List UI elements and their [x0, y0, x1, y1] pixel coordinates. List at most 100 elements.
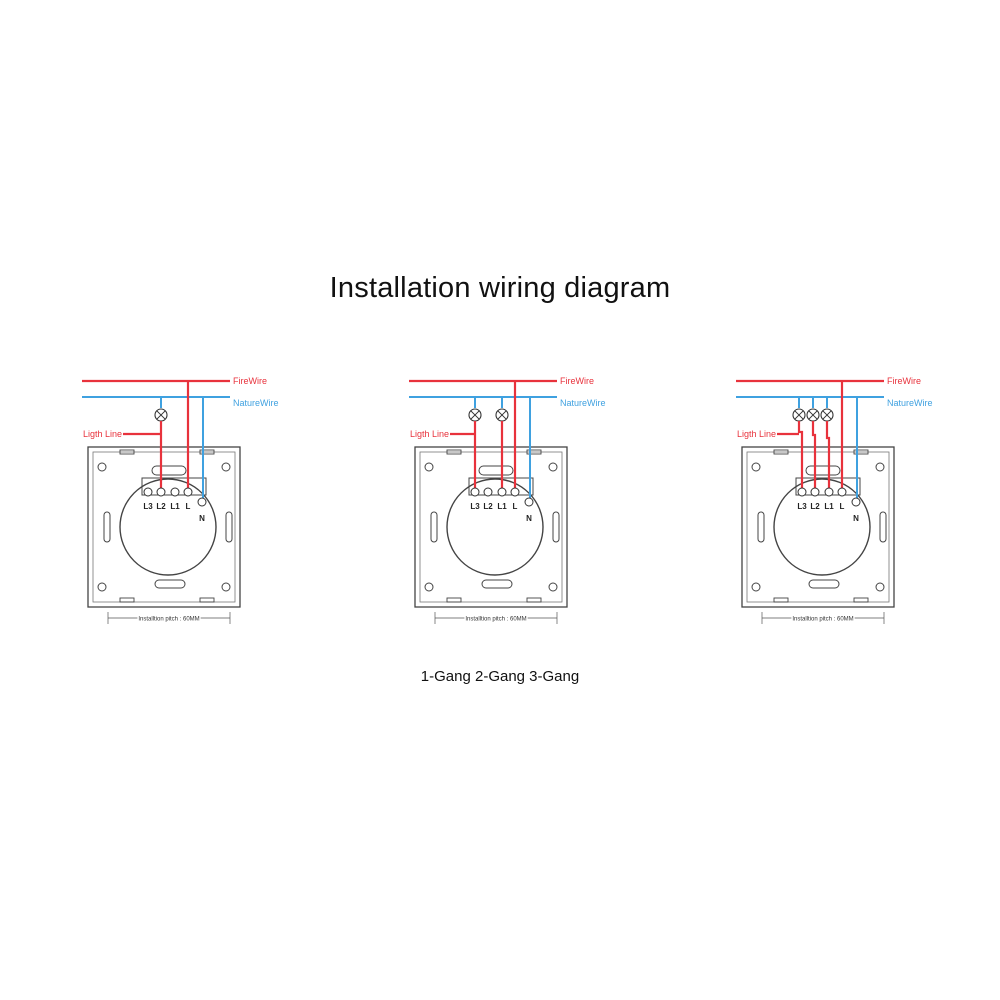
side-slot-right — [552, 511, 560, 543]
light-line-label: Ligth Line — [737, 429, 776, 439]
screw-hole — [548, 462, 558, 472]
screw-hole — [751, 582, 761, 592]
pitch-label: Installtion pitch : 60MM — [138, 617, 199, 623]
terminal-l1 — [170, 487, 180, 497]
plate-inner-border — [746, 451, 890, 603]
page-title: Installation wiring diagram — [329, 272, 671, 304]
mounting-clip — [119, 597, 135, 603]
mounting-clip — [446, 449, 462, 455]
lamp-icon-cross — [808, 410, 818, 420]
mounting-clip — [446, 597, 462, 603]
firewire-label: FireWire — [560, 376, 594, 386]
screw-hole — [875, 582, 885, 592]
light-line-wire — [825, 421, 831, 490]
screw-hole — [875, 462, 885, 472]
mounting-ring — [773, 478, 871, 576]
naturewire-label: NatureWire — [560, 398, 606, 408]
plate-inner-border — [419, 451, 563, 603]
terminal-n — [524, 497, 534, 507]
mounting-ring — [446, 478, 544, 576]
gang-diagram-2: Installtion pitch : 60MM FireWireNatureWi… — [409, 376, 606, 624]
mounting-clip — [526, 597, 542, 603]
terminal-label-n: N — [853, 514, 859, 523]
light-line-wire — [797, 421, 804, 490]
lamp-icon-cross — [822, 410, 832, 420]
terminal-l1 — [497, 487, 507, 497]
terminal-label-l3: L3 — [797, 502, 807, 511]
lamp-icon-cross — [497, 410, 507, 420]
screw-hole — [424, 582, 434, 592]
mounting-clip — [199, 597, 215, 603]
naturewire-label: NatureWire — [233, 398, 279, 408]
terminal-l3 — [797, 487, 807, 497]
terminal-l3 — [143, 487, 153, 497]
screw-hole — [97, 582, 107, 592]
plate-inner-border — [92, 451, 236, 603]
terminal-l2 — [483, 487, 493, 497]
side-slot-left — [430, 511, 438, 543]
side-slot-right — [879, 511, 887, 543]
gang-diagram-1: Installtion pitch : 60MM FireWireNatureWi… — [82, 376, 279, 624]
mounting-clip — [853, 597, 869, 603]
upper-slot — [805, 465, 841, 476]
mounting-clip — [773, 597, 789, 603]
terminal-n — [851, 497, 861, 507]
terminal-label-n: N — [199, 514, 205, 523]
mounting-clip — [119, 449, 135, 455]
side-slot-right — [225, 511, 233, 543]
terminal-l3 — [470, 487, 480, 497]
pitch-label: Installtion pitch : 60MM — [792, 617, 853, 623]
terminal-label-n: N — [526, 514, 532, 523]
light-line-wire — [811, 421, 817, 490]
mounting-clip — [773, 449, 789, 455]
screw-hole — [97, 462, 107, 472]
light-line-label: Ligth Line — [410, 429, 449, 439]
screw-hole — [424, 462, 434, 472]
gang-caption: 1-Gang 2-Gang 3-Gang — [420, 668, 580, 685]
mounting-clip — [853, 449, 869, 455]
terminal-l2 — [156, 487, 166, 497]
terminal-label-l: L — [513, 502, 518, 511]
terminal-l — [510, 487, 520, 497]
switch-plate — [414, 446, 568, 608]
upper-slot — [151, 465, 187, 476]
pitch-label: Installtion pitch : 60MM — [465, 617, 526, 623]
switch-plate — [87, 446, 241, 608]
mounting-clip — [199, 449, 215, 455]
side-slot-left — [103, 511, 111, 543]
light-line-label: Ligth Line — [83, 429, 122, 439]
screw-hole — [221, 462, 231, 472]
screw-hole — [548, 582, 558, 592]
upper-slot — [478, 465, 514, 476]
screw-hole — [221, 582, 231, 592]
terminal-l2 — [810, 487, 820, 497]
firewire-label: FireWire — [233, 376, 267, 386]
terminal-l1 — [824, 487, 834, 497]
terminal-label-l1: L1 — [170, 502, 180, 511]
terminal-label-l3: L3 — [470, 502, 480, 511]
terminal-label-l1: L1 — [497, 502, 507, 511]
terminal-l — [837, 487, 847, 497]
lower-slot — [481, 579, 513, 589]
terminal-label-l2: L2 — [483, 502, 493, 511]
screw-hole — [751, 462, 761, 472]
lower-slot — [808, 579, 840, 589]
terminal-label-l: L — [840, 502, 845, 511]
mounting-clip — [526, 449, 542, 455]
gang-diagram-3: Installtion pitch : 60MM FireWireNatureWi… — [736, 376, 933, 624]
lower-slot — [154, 579, 186, 589]
terminal-n — [197, 497, 207, 507]
naturewire-label: NatureWire — [887, 398, 933, 408]
terminal-label-l2: L2 — [810, 502, 820, 511]
terminal-label-l1: L1 — [824, 502, 834, 511]
terminal-label-l: L — [186, 502, 191, 511]
lamp-icon-cross — [156, 410, 166, 420]
switch-plate — [741, 446, 895, 608]
firewire-label: FireWire — [887, 376, 921, 386]
mounting-ring — [119, 478, 217, 576]
terminal-label-l3: L3 — [143, 502, 153, 511]
terminal-label-l2: L2 — [156, 502, 166, 511]
terminal-l — [183, 487, 193, 497]
side-slot-left — [757, 511, 765, 543]
